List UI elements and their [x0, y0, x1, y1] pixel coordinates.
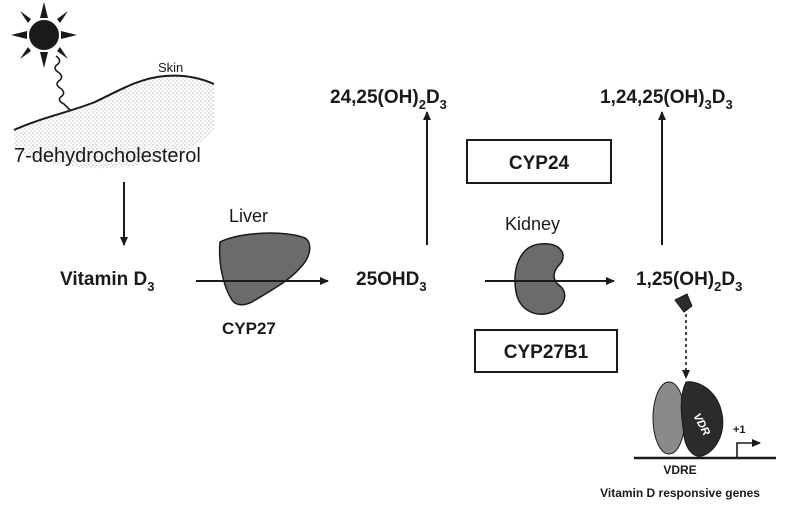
precursor-label: 7-dehydrocholesterol — [14, 145, 201, 167]
cyp27b1-box — [474, 329, 618, 373]
liver-enzyme-label: CYP27 — [222, 319, 276, 338]
active-form-label: 1,25(OH)2D3 — [636, 269, 742, 294]
skin-label: Skin — [158, 60, 183, 75]
liver-label: Liver — [229, 206, 268, 226]
cyp24-box — [466, 139, 612, 184]
liver-icon — [218, 232, 311, 306]
tss-label: +1 — [733, 424, 746, 436]
ligand-icon — [674, 293, 693, 313]
product-1-24-25-label: 1,24,25(OH)3D3 — [600, 87, 733, 112]
skin-surface-line — [13, 74, 215, 131]
cyp24-label: CYP24 — [509, 153, 570, 174]
uv-ray-icon — [54, 55, 71, 111]
transcription-start-arrow — [736, 439, 761, 458]
rxr-partner-icon — [652, 381, 686, 455]
vitamin-d3-label: Vitamin D3 — [60, 269, 155, 294]
footer-label: Vitamin D responsive genes — [600, 486, 760, 500]
sun-icon — [11, 2, 77, 68]
kidney-label: Kidney — [505, 214, 560, 234]
metabolite-25ohd3-label: 25OHD3 — [356, 269, 427, 294]
vdre-label: VDRE — [663, 463, 696, 477]
cyp27b1-label: CYP27B1 — [504, 342, 589, 363]
kidney-icon — [514, 243, 566, 315]
product-24-25-label: 24,25(OH)2D3 — [330, 87, 447, 112]
skin-layer — [14, 75, 214, 169]
vdr-icon — [680, 381, 724, 457]
